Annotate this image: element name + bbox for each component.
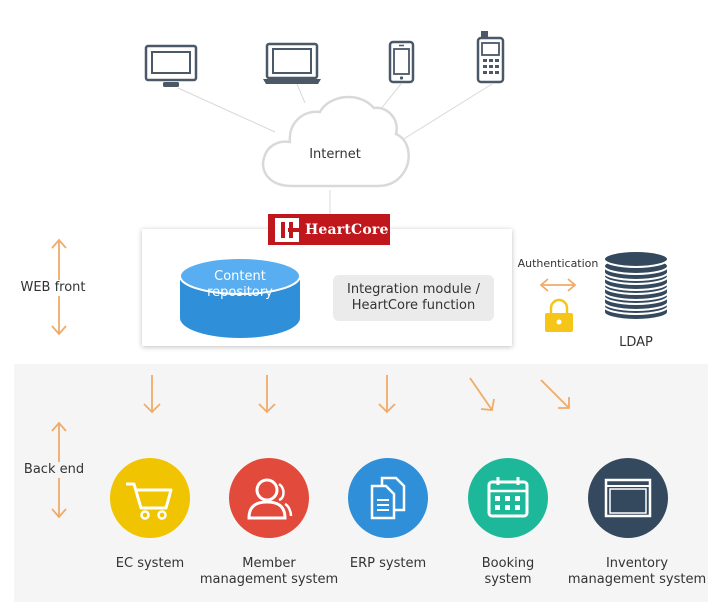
double-arrow-icon bbox=[539, 278, 577, 292]
inventory-management-label: Inventory management system bbox=[564, 556, 710, 588]
system-label-line: management system bbox=[567, 572, 707, 587]
inventory-management-circle bbox=[588, 458, 668, 538]
member-management-label: Member management system bbox=[199, 556, 339, 588]
diagonal-arrow bbox=[540, 379, 570, 409]
window-icon bbox=[604, 478, 652, 518]
ldap-label: LDAP bbox=[619, 335, 653, 350]
down-arrow bbox=[258, 375, 276, 414]
system-label-line: management system bbox=[199, 572, 339, 587]
heartcore-logo: HeartCore bbox=[268, 214, 390, 245]
desktop-monitor-icon bbox=[144, 44, 198, 87]
system-label-line: system bbox=[484, 572, 532, 587]
system-label-line: Inventory bbox=[605, 556, 669, 571]
internet-label: Internet bbox=[309, 147, 361, 162]
down-arrow bbox=[143, 375, 161, 414]
content-repository-cylinder bbox=[179, 257, 301, 338]
system-label-line: EC system bbox=[115, 556, 185, 571]
connector-line bbox=[379, 83, 402, 111]
diagonal-arrow bbox=[469, 377, 495, 411]
heartcore-logo-mark bbox=[275, 217, 300, 242]
calendar-icon bbox=[487, 477, 529, 518]
booking-system-circle bbox=[468, 458, 548, 538]
system-label-line: Member bbox=[242, 556, 296, 571]
erp-system-label: ERP system bbox=[338, 556, 438, 572]
integration-module-line: Integration module / bbox=[347, 282, 480, 297]
down-arrow bbox=[378, 375, 396, 414]
laptop-icon bbox=[263, 42, 321, 84]
shopping-cart-icon bbox=[126, 482, 173, 520]
smartphone-icon bbox=[388, 40, 415, 84]
ec-system-circle bbox=[110, 458, 190, 538]
connector-line bbox=[177, 87, 276, 133]
lock-icon bbox=[545, 298, 573, 332]
system-label-line: Booking bbox=[481, 556, 535, 571]
content-repository-label: Content repository bbox=[190, 269, 290, 301]
content-repository-line: repository bbox=[207, 285, 273, 300]
authentication-label: Authentication bbox=[517, 257, 599, 270]
system-label-line: ERP system bbox=[349, 556, 427, 571]
web-front-label: WEB front bbox=[10, 280, 96, 296]
logo-text: HeartCore bbox=[305, 221, 389, 238]
internet-cloud-icon bbox=[261, 95, 410, 188]
back-end-label: Back end bbox=[16, 462, 92, 478]
integration-module-box: Integration module / HeartCore function bbox=[333, 275, 494, 321]
connector-line bbox=[296, 83, 306, 104]
booking-system-label: Booking system bbox=[458, 556, 558, 588]
documents-icon bbox=[370, 476, 406, 520]
feature-phone-icon bbox=[476, 31, 505, 84]
integration-module-line: HeartCore function bbox=[351, 298, 476, 313]
user-icon bbox=[247, 478, 293, 520]
connector-line bbox=[401, 83, 493, 141]
ldap-database-icon bbox=[603, 250, 669, 321]
erp-system-circle bbox=[348, 458, 428, 538]
content-repository-line: Content bbox=[214, 269, 266, 284]
ec-system-label: EC system bbox=[100, 556, 200, 572]
member-management-circle bbox=[229, 458, 309, 538]
